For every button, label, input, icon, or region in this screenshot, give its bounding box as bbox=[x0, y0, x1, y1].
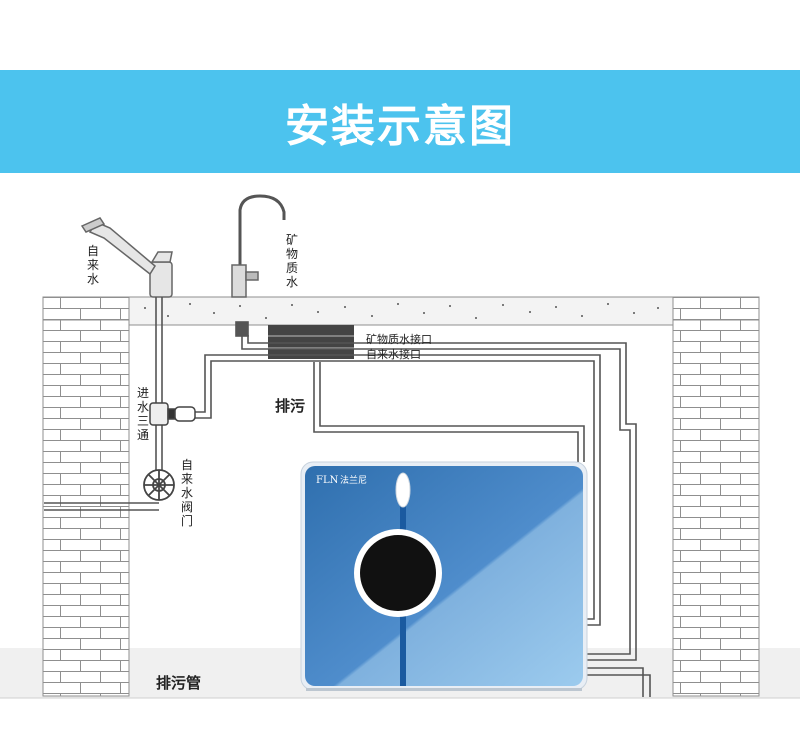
left-brick-wall bbox=[42, 296, 130, 697]
display-dial bbox=[360, 535, 436, 611]
tap-valve bbox=[143, 469, 175, 501]
page-title: 安装示意图 bbox=[285, 100, 515, 152]
water-purifier bbox=[300, 461, 588, 691]
label-tap-port: 自来水接口 bbox=[366, 348, 421, 361]
brand-logo: FLN bbox=[316, 475, 339, 486]
sink-basin bbox=[268, 325, 354, 359]
label-tap-water: 自来水 bbox=[86, 244, 99, 286]
label-tap-valve: 自来水阀门 bbox=[180, 458, 193, 528]
label-drain-pipe: 排污管 bbox=[156, 674, 202, 692]
brand-name: 法兰尼 bbox=[340, 474, 367, 486]
mineral-faucet bbox=[231, 194, 286, 298]
inlet-tee bbox=[149, 402, 196, 426]
title-banner: 安装示意图 bbox=[0, 70, 800, 173]
countertop bbox=[128, 296, 674, 326]
label-drain: 排污 bbox=[275, 397, 306, 415]
tap-faucet bbox=[80, 217, 173, 298]
label-mineral-port: 矿物质水接口 bbox=[366, 333, 432, 346]
label-mineral-water: 矿物质水 bbox=[285, 233, 298, 289]
label-inlet-tee: 进水三通 bbox=[136, 386, 149, 442]
pipes bbox=[44, 297, 651, 697]
right-brick-wall bbox=[672, 296, 760, 697]
